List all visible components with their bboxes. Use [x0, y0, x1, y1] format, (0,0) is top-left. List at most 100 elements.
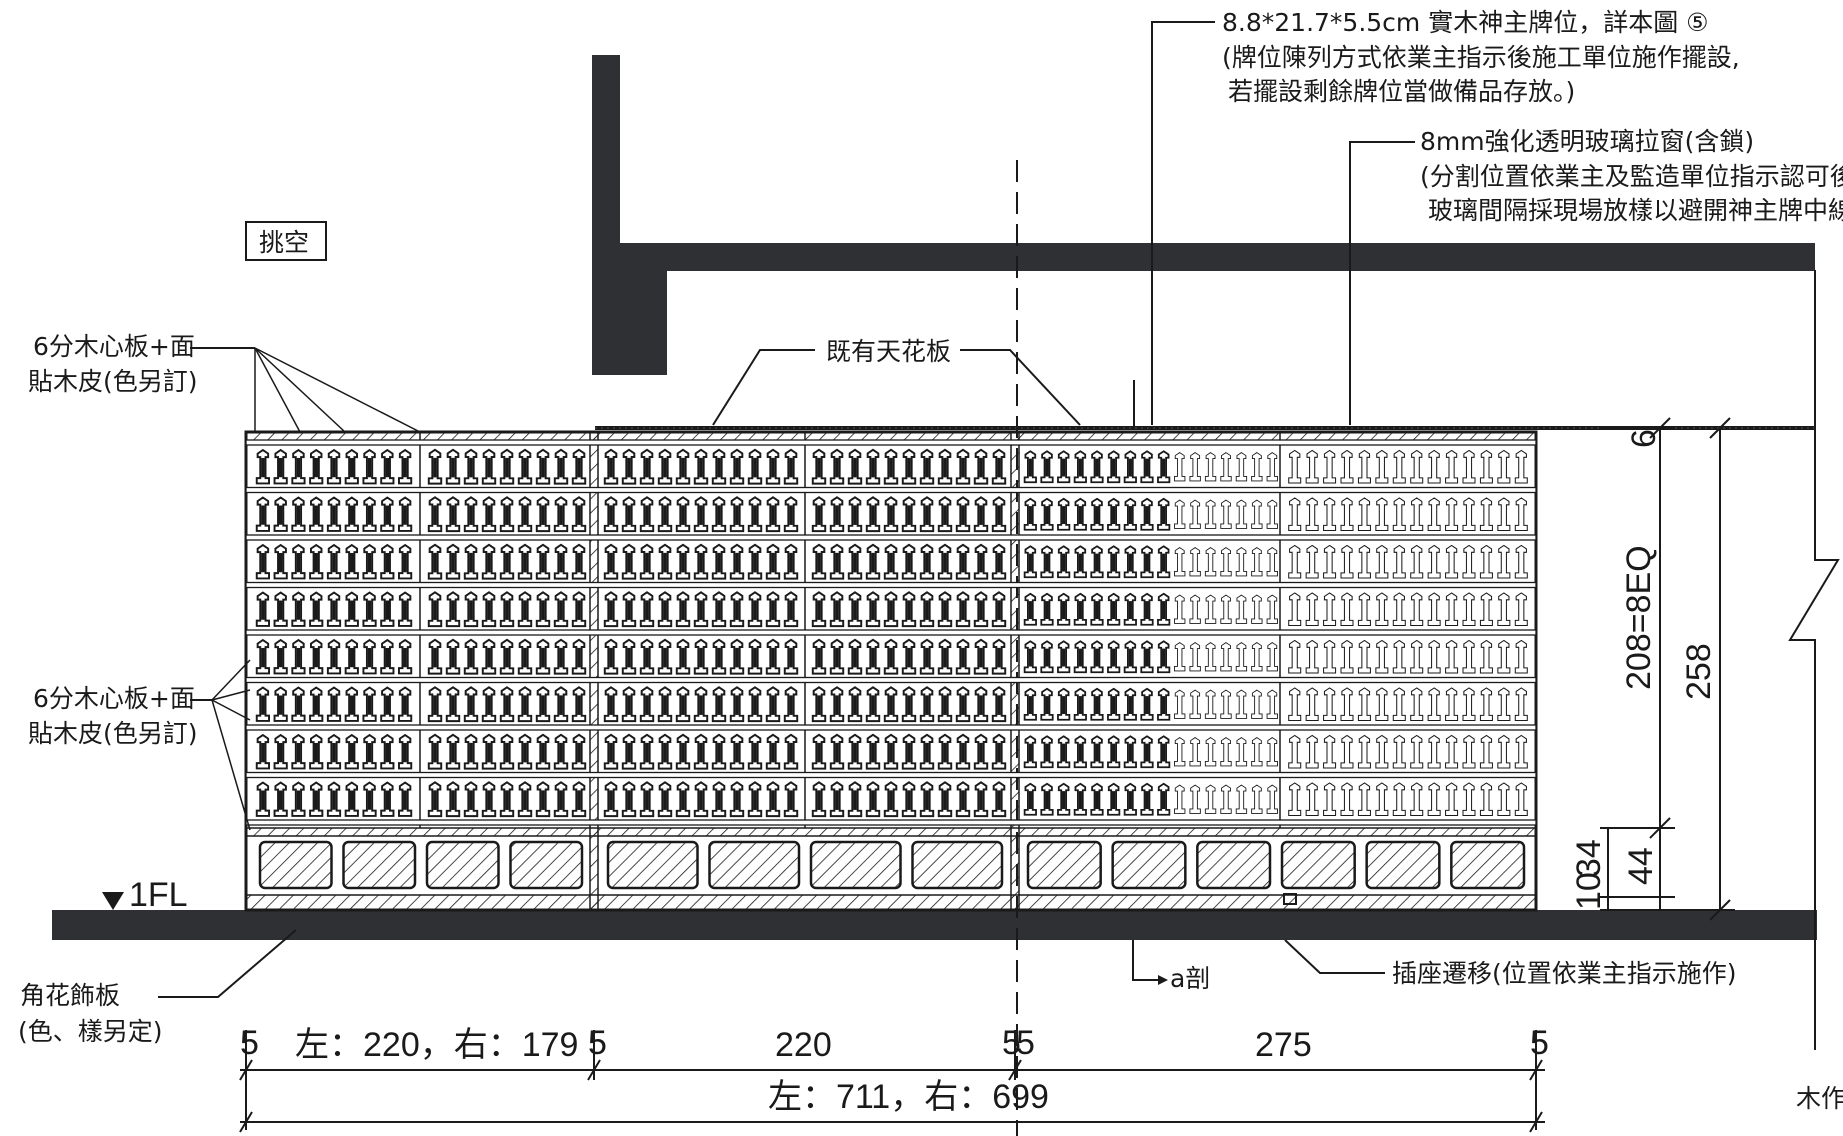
tablet-glyph — [499, 496, 515, 533]
tablet-glyph — [1427, 687, 1441, 722]
tablet-glyph — [1173, 641, 1186, 672]
tablet-glyph — [291, 639, 306, 675]
tablet-glyph — [675, 591, 691, 628]
shelf-board — [245, 486, 1537, 494]
tablet-glyph — [1073, 782, 1088, 816]
tablet-glyph — [1235, 784, 1248, 815]
tablet-glyph — [919, 781, 935, 818]
tablet-glyph — [1444, 497, 1459, 532]
tablet-glyph — [1156, 545, 1171, 579]
tablet-glyph — [309, 781, 324, 817]
tablet-glyph — [1156, 687, 1171, 721]
tablet-glyph — [765, 496, 781, 533]
tablet-glyph — [481, 591, 497, 628]
tablet-glyph — [829, 591, 845, 628]
tablet-glyph — [553, 543, 569, 580]
tablet-glyph — [883, 448, 899, 485]
tablet-glyph — [463, 591, 479, 628]
tablet-glyph — [639, 543, 655, 580]
tablet-glyph — [1322, 544, 1337, 579]
tablet-glyph — [847, 638, 863, 675]
tablet-glyph — [427, 543, 443, 580]
tablet-glyph — [445, 686, 461, 723]
tablet-glyph — [1235, 594, 1248, 625]
tablet-glyph — [1156, 782, 1171, 816]
tablet-glyph — [657, 638, 673, 675]
tablet-glyph — [937, 496, 953, 533]
tablet-glyph — [291, 734, 306, 770]
tablet-glyph — [344, 544, 359, 580]
tablet-glyph — [811, 733, 827, 770]
tablet-glyph — [747, 543, 763, 580]
tablet-glyph — [811, 591, 827, 628]
tablet-glyph — [1220, 689, 1232, 720]
void-label: 挑空 — [259, 228, 309, 257]
tablet-glyph — [1251, 499, 1263, 530]
tablet-glyph — [380, 591, 395, 627]
tablet-glyph — [973, 543, 989, 580]
tablet-glyph — [1288, 497, 1302, 532]
tablet-glyph — [1189, 499, 1201, 530]
base-panel — [509, 840, 584, 890]
tablet-glyph — [1340, 734, 1354, 769]
tablet-glyph — [1410, 544, 1424, 579]
tablet-glyph — [553, 686, 569, 723]
tablet-glyph — [1040, 545, 1054, 579]
section-ref-label: a剖 — [1170, 964, 1210, 993]
tablet-glyph — [326, 544, 342, 580]
tablet-glyph — [1073, 592, 1088, 626]
tablet-glyph — [991, 448, 1007, 485]
tablet-glyph — [711, 733, 727, 770]
tablet-glyph — [973, 448, 989, 485]
tablet-glyph — [675, 448, 691, 485]
tablet-glyph — [1189, 689, 1201, 720]
tablet-glyph — [1056, 687, 1071, 721]
tablet-glyph — [553, 496, 569, 533]
tablet-glyph — [1322, 497, 1337, 532]
base-panel — [1196, 840, 1272, 890]
tablet-glyph — [693, 781, 709, 818]
tablet-glyph — [747, 733, 763, 770]
tablet-glyph — [1204, 499, 1217, 530]
tablet-glyph — [1322, 449, 1337, 484]
tablet-glyph — [571, 686, 587, 723]
tablet-glyph — [481, 733, 497, 770]
tablet-glyph — [829, 686, 845, 723]
tablet-glyph — [603, 686, 619, 723]
horizontal-dimensions: 左：220，右：179 220 275 左：711，右：699 5 5 5 5 … — [239, 1024, 1549, 1133]
tablet-glyph — [1266, 594, 1279, 625]
tablet-glyph — [344, 496, 359, 532]
tablet-glyph — [1106, 545, 1121, 579]
tablet-glyph — [1189, 451, 1201, 482]
tablet-glyph — [1305, 687, 1319, 722]
tablet-glyph — [847, 448, 863, 485]
tablet-glyph — [621, 496, 637, 533]
tablet-glyph — [675, 733, 691, 770]
tablet-glyph — [535, 496, 551, 533]
shelf-board — [245, 819, 1537, 826]
shelf-board — [245, 581, 1537, 589]
tablet-glyph — [309, 686, 324, 722]
tablet-glyph — [445, 733, 461, 770]
tablet-note-line2: (牌位陳列方式依業主指示後施工單位施作擺設, — [1222, 43, 1740, 72]
tablet-glyph — [571, 591, 587, 628]
tablet-glyph — [711, 496, 727, 533]
tablet-glyph — [1444, 782, 1459, 817]
tablet-glyph — [901, 686, 917, 723]
tablet-glyph — [1392, 497, 1406, 532]
tablet-glyph — [693, 686, 709, 723]
tablet-glyph — [847, 591, 863, 628]
shelf-grid — [245, 431, 1537, 911]
tablet-glyph — [445, 448, 461, 485]
tablet-glyph — [1140, 782, 1154, 816]
tablet-glyph — [571, 733, 587, 770]
tablet-glyph — [1462, 544, 1476, 579]
tablet-glyph — [1173, 784, 1186, 815]
tablet-glyph — [362, 496, 377, 532]
tablet-glyph — [273, 639, 288, 675]
tablet-glyph — [937, 638, 953, 675]
tablet-glyph — [445, 781, 461, 818]
tablet-glyph — [1288, 734, 1302, 769]
tablet-glyph — [711, 638, 727, 675]
tablet-glyph — [1204, 736, 1217, 767]
